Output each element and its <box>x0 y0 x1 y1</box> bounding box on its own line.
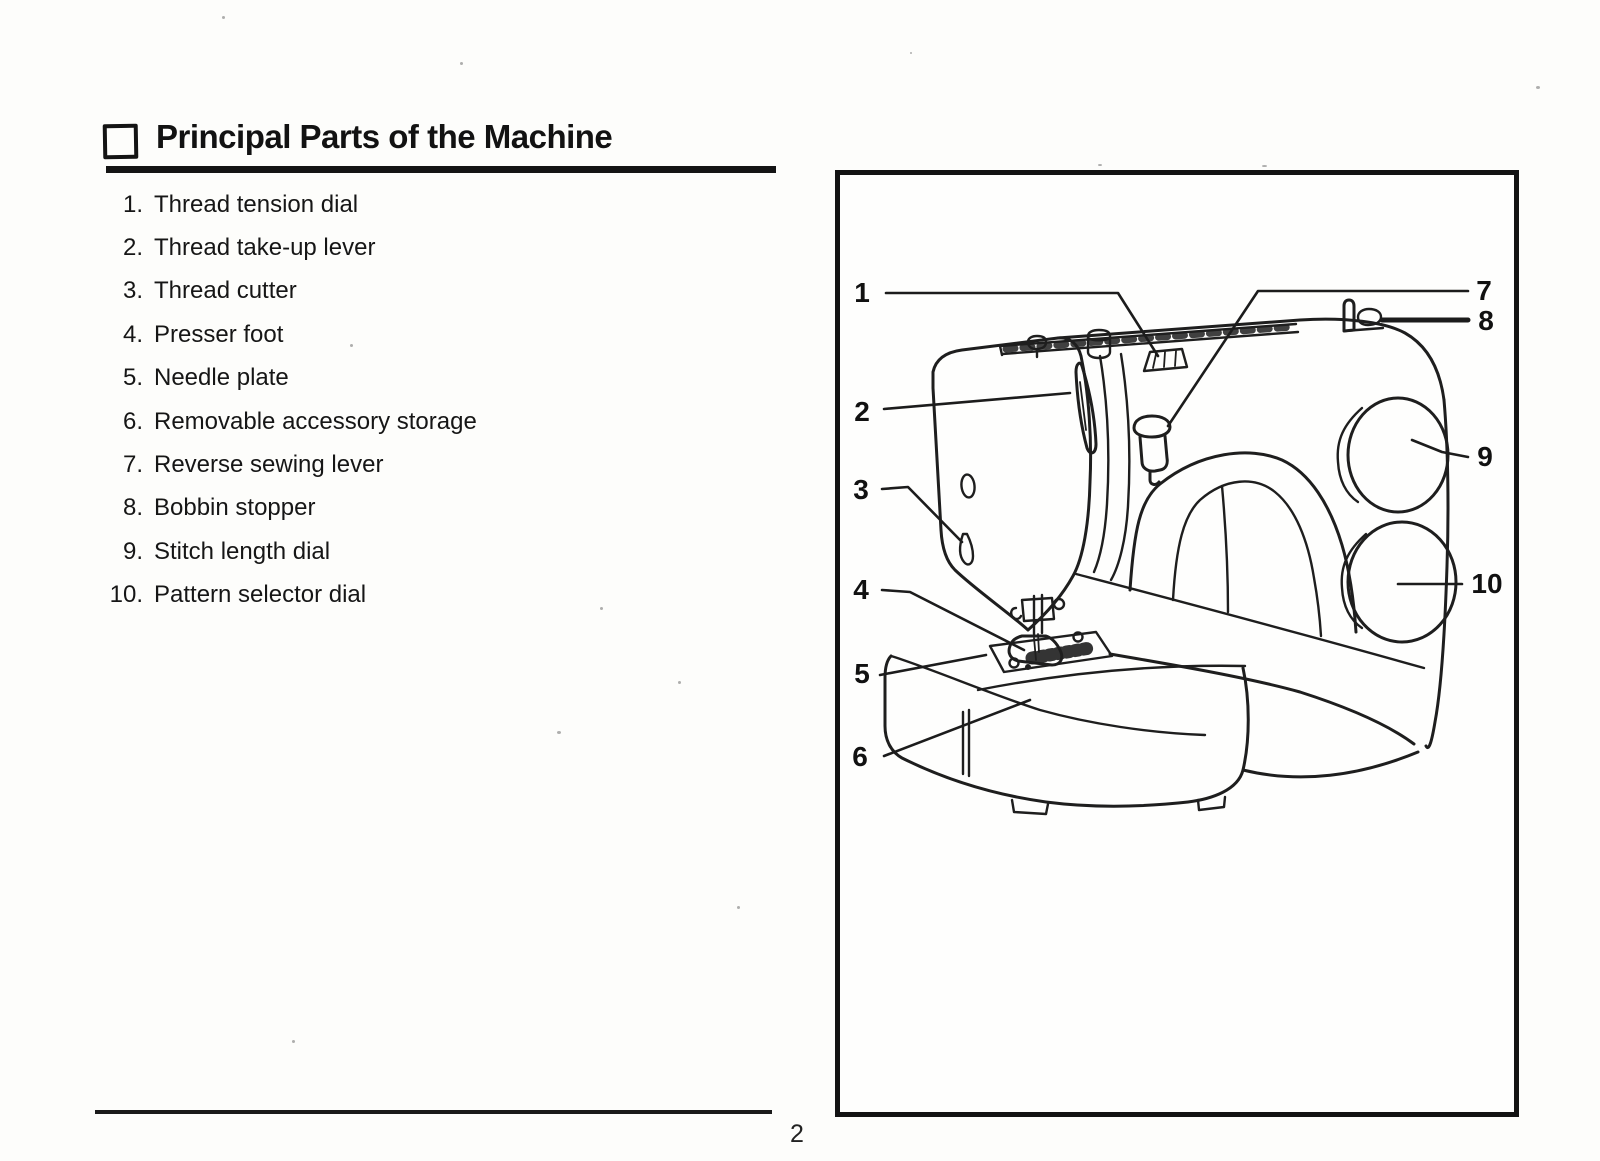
list-item: 7. Reverse sewing lever <box>97 443 477 486</box>
callout-10: 10 <box>1471 568 1503 599</box>
page-number: 2 <box>790 1120 804 1148</box>
list-item: 3. Thread cutter <box>97 270 477 313</box>
list-item-number: 10. <box>109 581 143 609</box>
list-item-label: Pattern selector dial <box>154 581 367 609</box>
scan-speckle <box>737 906 740 909</box>
footer-divider <box>95 1110 772 1114</box>
scan-speckle <box>460 62 463 65</box>
list-item: 6. Removable accessory storage <box>97 400 477 443</box>
list-item-number: 8. <box>122 494 143 522</box>
list-item-number: 4. <box>122 320 143 348</box>
scan-speckle <box>557 731 561 734</box>
scan-speckle <box>222 16 225 19</box>
list-item-number: 1. <box>122 190 143 218</box>
list-item-label: Thread cutter <box>154 277 297 305</box>
list-item-number: 5. <box>122 364 143 392</box>
scan-speckle <box>1098 164 1102 166</box>
list-item-label: Removable accessory storage <box>154 407 477 435</box>
list-item-label: Thread tension dial <box>154 190 359 218</box>
callout-8: 8 <box>1478 305 1494 336</box>
page-title: Principal Parts of the Machine <box>156 118 613 155</box>
list-item: 9. Stitch length dial <box>97 530 477 573</box>
scan-speckle <box>910 52 912 54</box>
scan-speckle <box>1262 165 1267 167</box>
callout-9: 9 <box>1477 441 1493 472</box>
list-item: 1. Thread tension dial <box>97 183 477 226</box>
checkbox-square-icon <box>102 123 139 160</box>
list-item-label: Needle plate <box>154 364 289 392</box>
list-item: 4. Presser foot <box>97 313 477 356</box>
list-item-label: Presser foot <box>154 320 284 348</box>
list-item: 2. Thread take-up lever <box>97 226 477 269</box>
list-item-label: Reverse sewing lever <box>154 451 384 479</box>
list-item: 8. Bobbin stopper <box>97 487 477 530</box>
callout-7: 7 <box>1476 275 1492 306</box>
callout-4: 4 <box>853 574 869 605</box>
list-item: 10. Pattern selector dial <box>97 574 477 617</box>
list-item-number: 3. <box>122 277 143 305</box>
list-item-label: Bobbin stopper <box>154 494 316 522</box>
diagram-frame <box>835 170 1519 1117</box>
scan-speckle <box>292 1040 295 1043</box>
parts-list: 1. Thread tension dial 2. Thread take-up l… <box>97 183 477 617</box>
list-item-label: Stitch length dial <box>154 537 331 565</box>
page-header: Principal Parts of the Machine <box>102 118 613 160</box>
list-item-label: Thread take-up lever <box>154 234 376 262</box>
scan-speckle <box>600 607 603 610</box>
callout-2: 2 <box>854 396 870 427</box>
list-item: 5. Needle plate <box>97 357 477 400</box>
list-item-number: 7. <box>122 451 143 479</box>
list-item-number: 9. <box>122 537 143 565</box>
callout-3: 3 <box>853 474 869 505</box>
scan-speckle <box>678 681 681 684</box>
callout-6: 6 <box>852 741 868 772</box>
scan-speckle <box>350 344 353 347</box>
callout-1: 1 <box>854 277 870 308</box>
list-item-number: 2. <box>122 234 143 262</box>
callout-5: 5 <box>854 658 870 689</box>
list-item-number: 6. <box>122 407 143 435</box>
title-divider <box>106 166 776 173</box>
scan-speckle <box>1536 86 1540 89</box>
